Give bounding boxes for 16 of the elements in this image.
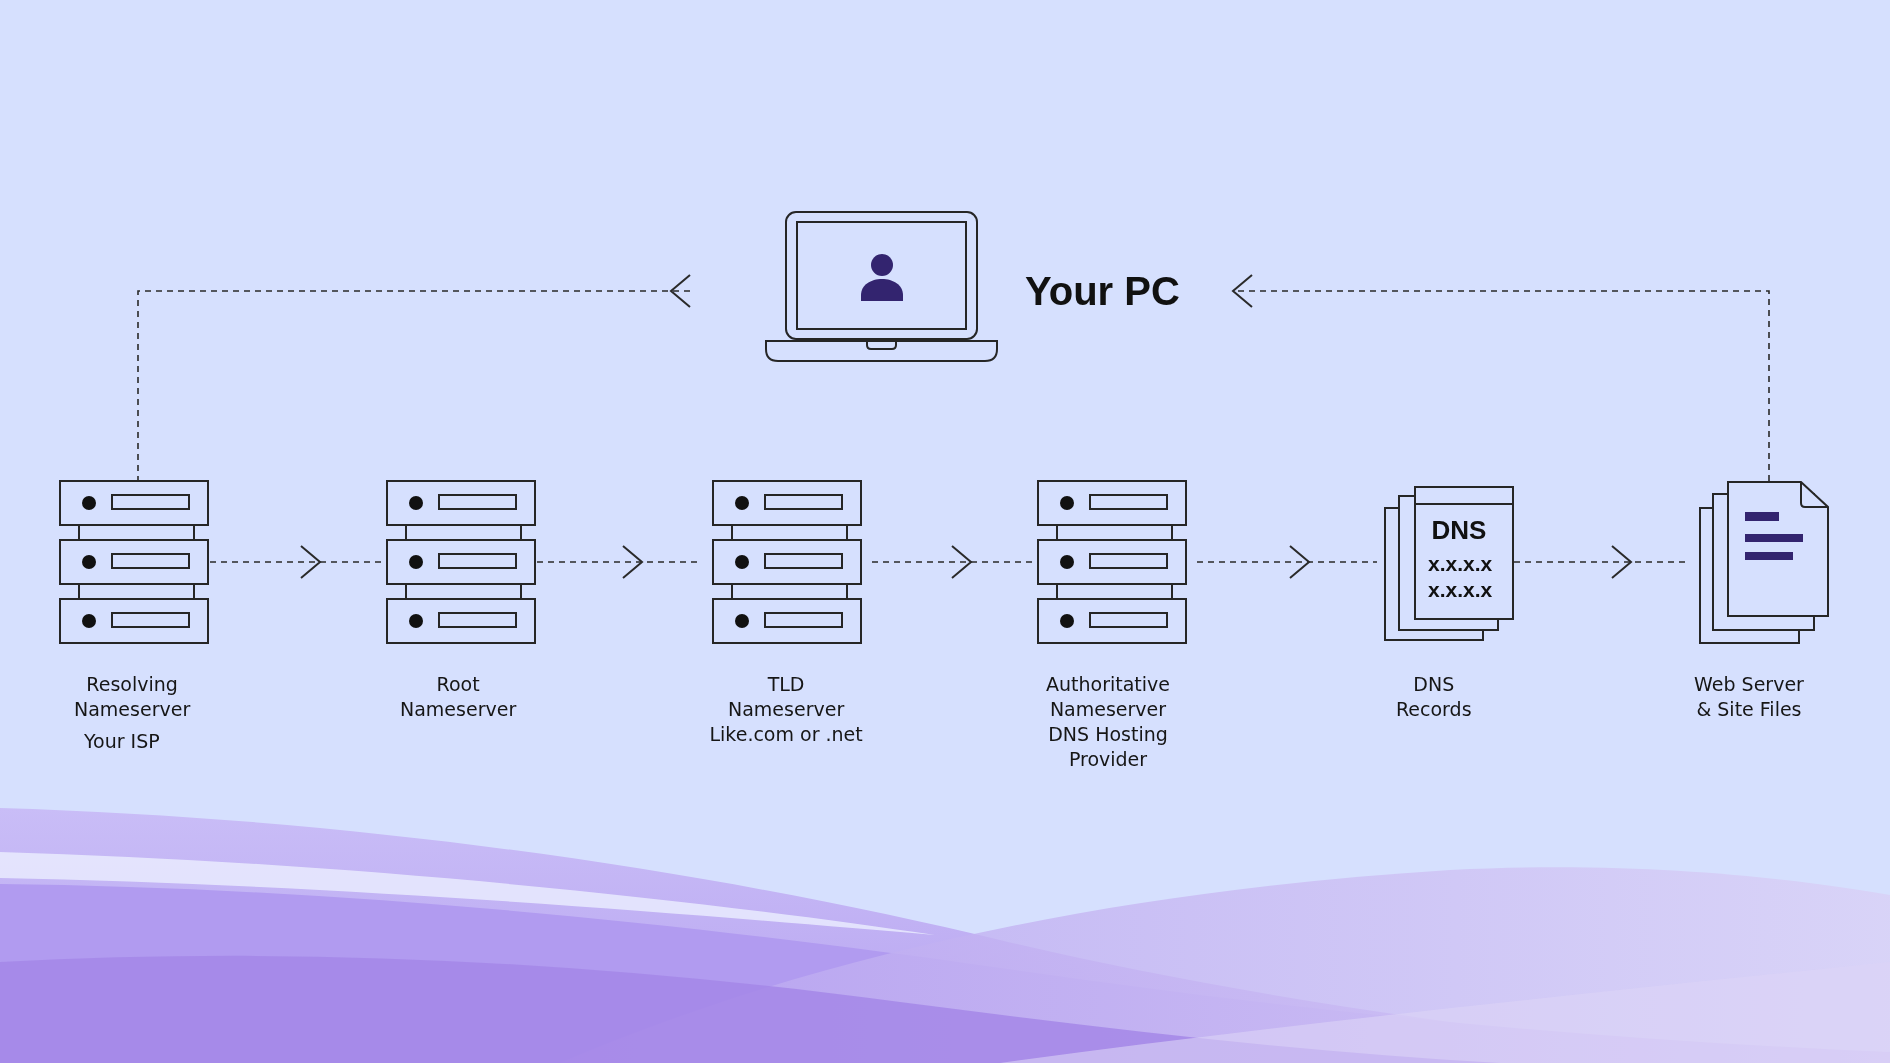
node-label: DNS Records [1396,672,1472,722]
dashed-arrow [1196,545,1378,579]
dashed-arrow [137,274,691,481]
dashed-arrow [1513,545,1687,579]
document-text: x.x.x.x x.x.x.x [1428,551,1493,603]
node-label: TLD Nameserver [728,672,845,722]
node-label: Authoritative Nameserver [1046,672,1170,722]
node-label: Your ISP [84,729,160,754]
node-label: Root Nameserver [400,672,517,722]
dashed-arrow [1232,274,1770,482]
node-label: Like.com or .net [709,722,863,747]
node-title: Your PC [1025,268,1180,315]
document-title: DNS [1431,515,1487,545]
node-label: DNS Hosting Provider [1047,722,1169,772]
node-label: Web Server & Site Files [1693,672,1805,722]
node-label: Resolving Nameserver [74,672,191,722]
